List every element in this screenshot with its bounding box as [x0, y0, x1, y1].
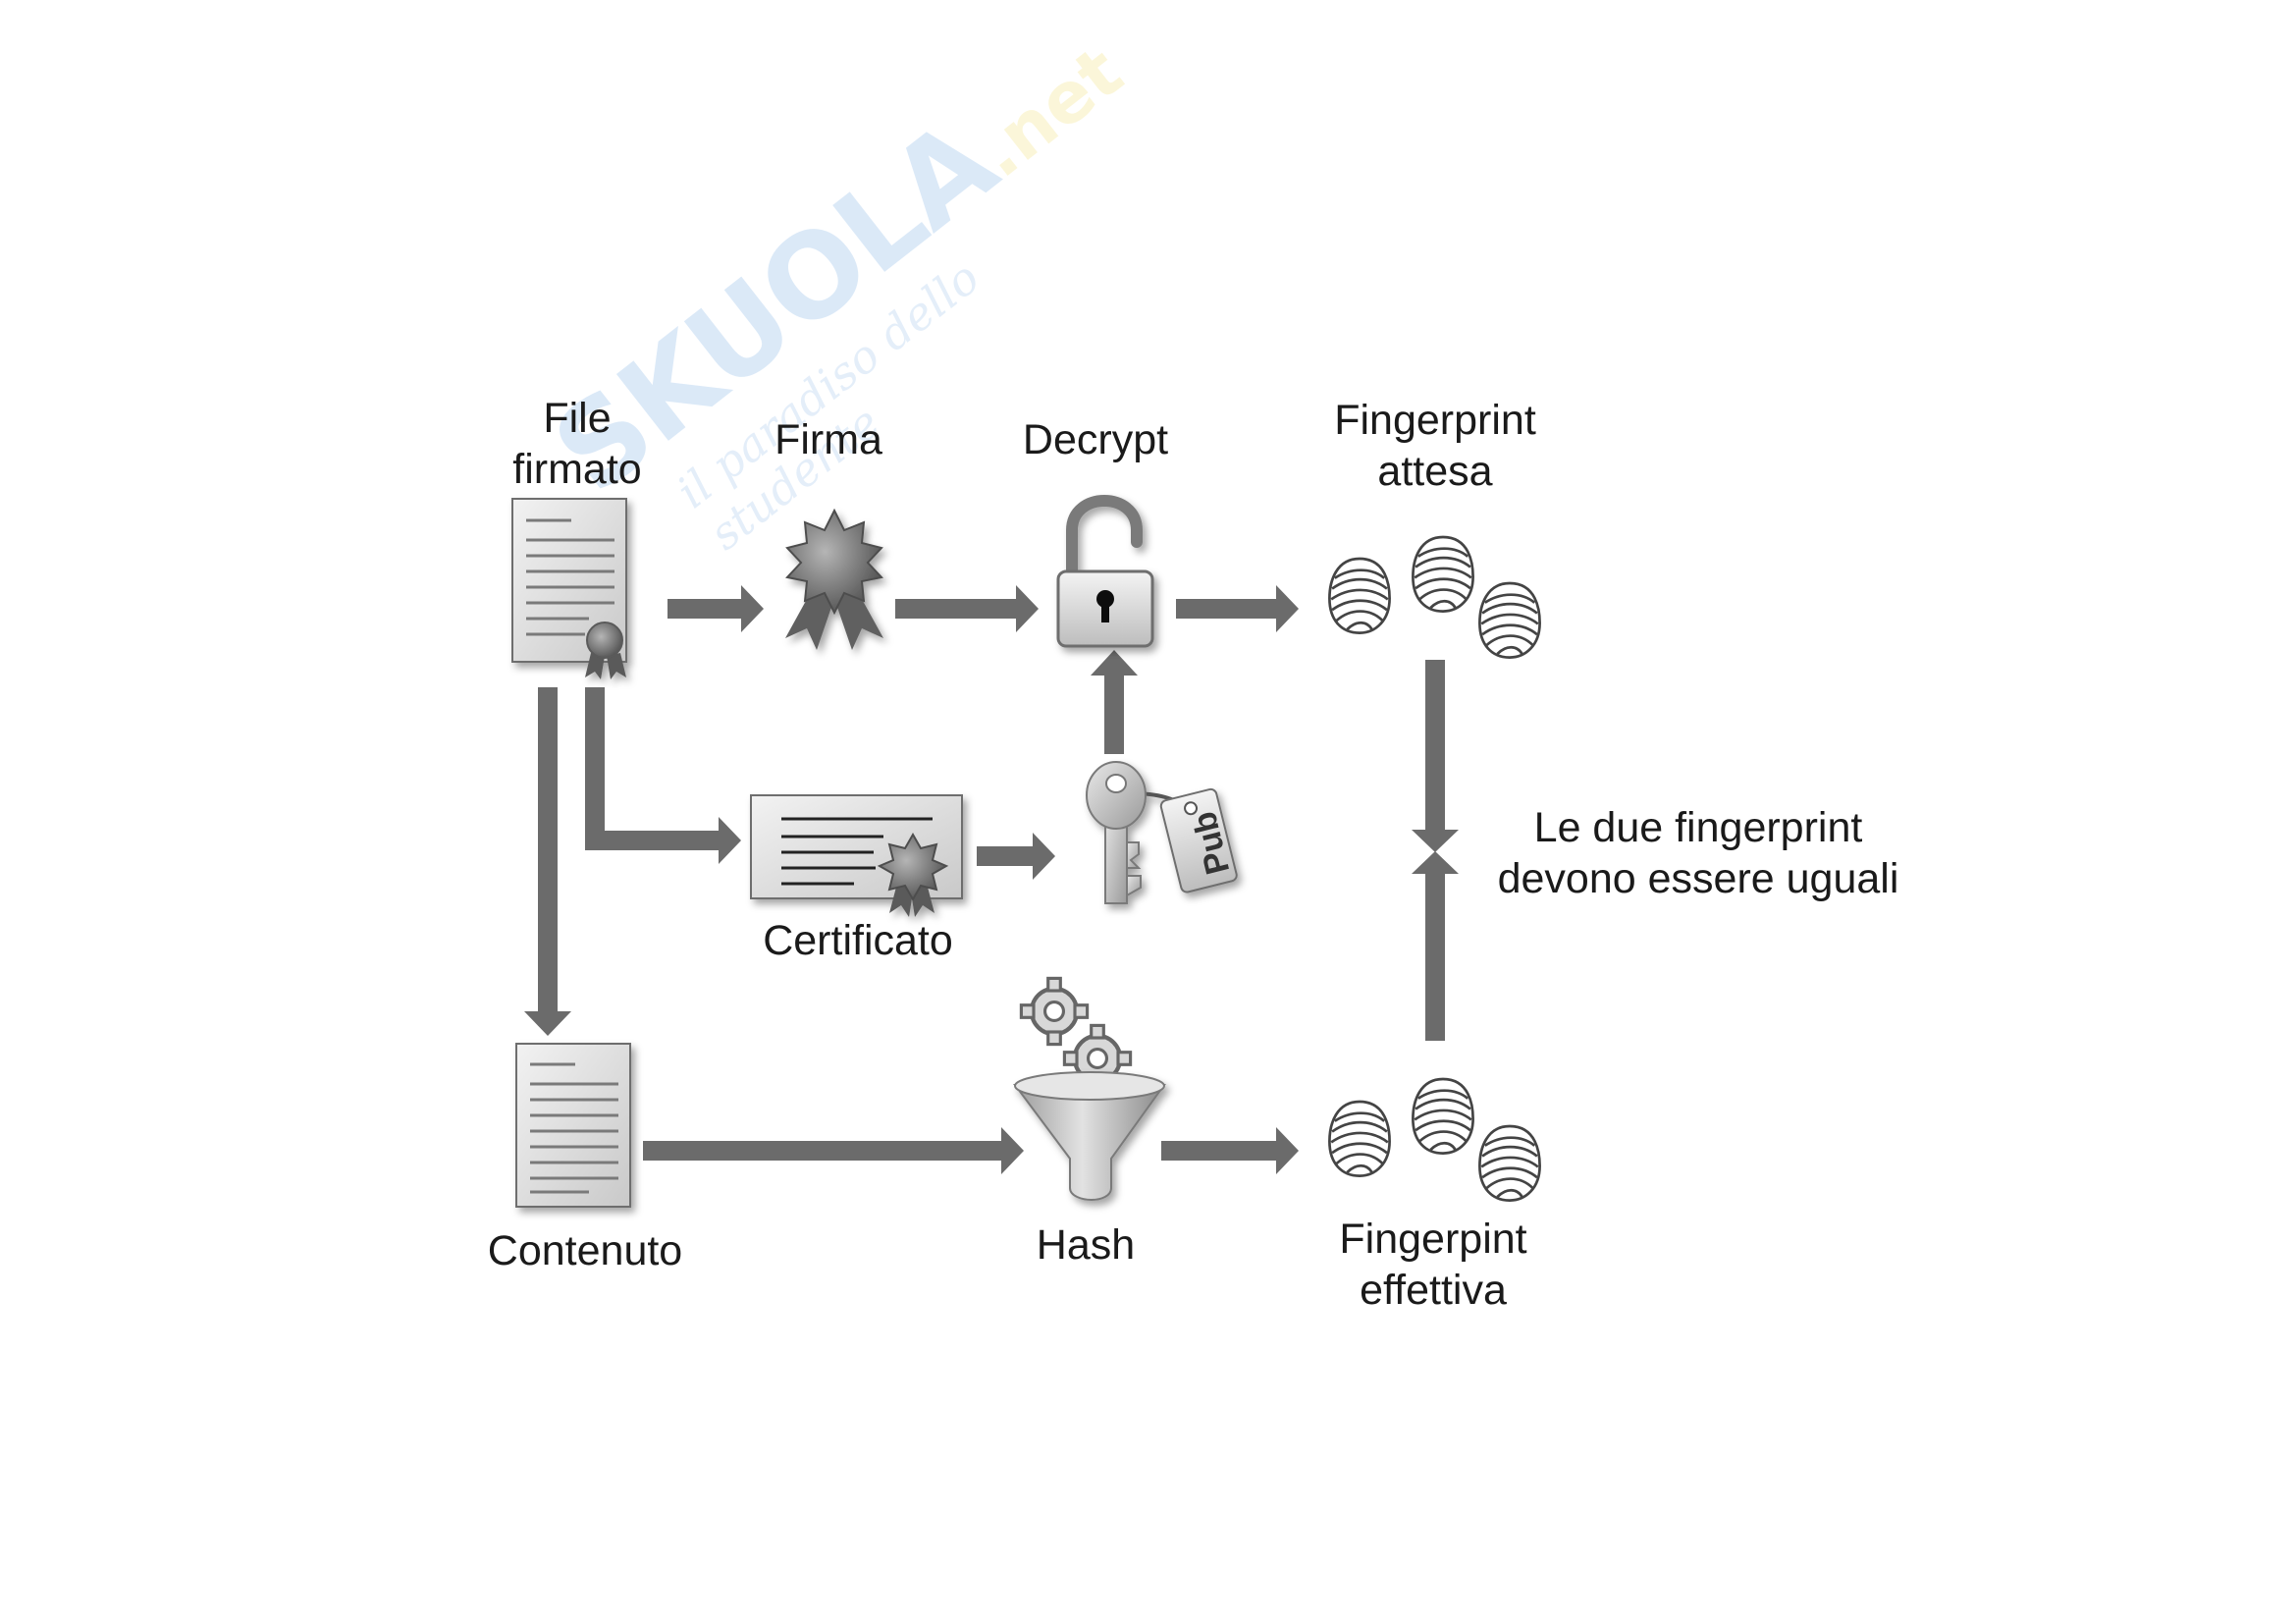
equality-note-line1: Le due fingerprint	[1533, 804, 1863, 851]
fingerprint-attesa-label: Fingerprint attesa	[1334, 395, 1536, 497]
certificato-label: Certificato	[763, 917, 953, 964]
arrow-contenuto-to-hash	[643, 1127, 1024, 1174]
arrow-certificato-to-key	[977, 833, 1055, 880]
fingerprints-effettiva-icon	[1328, 1077, 1541, 1202]
firma-label: Firma	[774, 416, 882, 463]
hash-label: Hash	[1036, 1221, 1136, 1269]
arrow-effettiva-up	[1412, 851, 1459, 1041]
arrow-key-to-decrypt	[1091, 650, 1138, 754]
decrypt-label: Decrypt	[1022, 416, 1169, 463]
arrow-hash-to-fingerprint	[1161, 1127, 1299, 1174]
equality-note-line2: devono essere uguali	[1497, 855, 1899, 902]
certificate-icon	[750, 794, 963, 917]
arrow-file-to-firma	[667, 585, 764, 632]
arrow-firma-to-decrypt	[895, 585, 1039, 632]
fingerprint-effettiva-label-line2: effettiva	[1360, 1267, 1507, 1314]
funnel-gears-icon	[1013, 978, 1166, 1202]
equality-note: Le due fingerprint devono essere uguali	[1498, 802, 1899, 904]
document-icon	[515, 1043, 631, 1208]
gear-icon	[1021, 978, 1087, 1044]
arrow-attesa-down	[1412, 660, 1459, 852]
fingerprint-attesa-label-line1: Fingerprint	[1334, 397, 1536, 444]
fingerprint-effettiva-label-line1: Fingerpint	[1339, 1216, 1527, 1263]
seal-ribbon-icon	[785, 508, 883, 650]
arrow-file-to-certificato	[585, 687, 741, 864]
fingerprint-effettiva-label: Fingerpint effettiva	[1339, 1214, 1526, 1316]
file-firmato-label: File firmato	[512, 393, 641, 495]
key-with-tag-icon	[1086, 761, 1238, 904]
signed-document-icon	[511, 498, 627, 679]
open-padlock-icon	[1056, 495, 1154, 648]
file-firmato-label-line2: firmato	[512, 446, 642, 493]
arrow-file-to-contenuto	[524, 687, 571, 1036]
fingerprints-attesa-icon	[1328, 535, 1541, 659]
arrow-decrypt-to-fingerprint	[1176, 585, 1299, 632]
file-firmato-label-line1: File	[543, 395, 612, 442]
contenuto-label: Contenuto	[487, 1227, 683, 1274]
fingerprint-attesa-label-line2: attesa	[1377, 448, 1493, 495]
